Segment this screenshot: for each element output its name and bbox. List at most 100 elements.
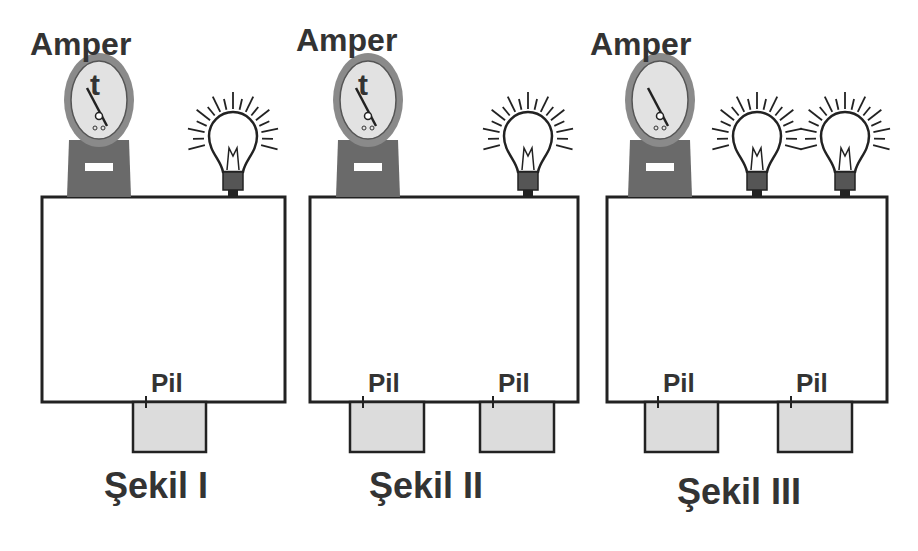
meter-dot (662, 126, 666, 130)
light-ray (717, 138, 728, 140)
light-ray (557, 138, 568, 140)
light-ray (492, 110, 505, 120)
light-ray (483, 129, 500, 132)
light-ray (541, 97, 548, 112)
meter-dial (632, 61, 688, 139)
light-ray (488, 138, 499, 140)
meter-rim (333, 53, 403, 147)
light-ray (712, 145, 728, 149)
time-mark: t (358, 70, 368, 100)
light-ray (261, 129, 278, 132)
light-ray (836, 99, 838, 110)
wires (42, 197, 887, 402)
meter-dot (362, 126, 366, 130)
bulb-filament (522, 148, 534, 170)
meter-pivot (96, 113, 103, 120)
meter-stand (628, 140, 692, 197)
light-ray (825, 97, 832, 112)
light-ray (551, 110, 564, 120)
light-ray (188, 145, 204, 149)
light-ray (868, 110, 881, 120)
ammeters (64, 53, 695, 197)
light-ray (256, 110, 269, 120)
light-ray (483, 145, 499, 149)
bulb-contact (228, 190, 238, 197)
batteries (133, 402, 852, 452)
light-ray (554, 121, 564, 126)
light-ray (535, 99, 537, 110)
light-ray (748, 99, 750, 110)
light-ray (246, 97, 253, 112)
light-ray (780, 110, 793, 120)
meter-dial (340, 61, 396, 139)
light-ray (712, 129, 729, 132)
light-ray (783, 121, 793, 126)
meter-dot (654, 126, 658, 130)
light-ray (259, 121, 269, 126)
battery-label: Pil (796, 370, 828, 396)
light-ray (732, 107, 739, 116)
light-ray (503, 107, 510, 116)
light-ray (852, 99, 854, 110)
meter-label: Amper (296, 24, 397, 56)
time-mark: t (90, 70, 100, 100)
bulbs (188, 92, 890, 197)
light-ray (786, 138, 797, 140)
figure-caption: Şekil III (677, 474, 801, 510)
bulb-glass (821, 112, 869, 172)
light-ray (240, 99, 242, 110)
meter-pivot (657, 113, 664, 120)
light-ray (261, 145, 277, 149)
bulb-base (835, 172, 855, 190)
battery-label: Pil (663, 370, 695, 396)
bulb-glass (733, 112, 781, 172)
figure-caption: Şekil I (104, 468, 208, 504)
light-ray (756, 92, 758, 109)
light-ray (492, 121, 502, 126)
meter-slot (646, 163, 674, 171)
meter-dot (370, 126, 374, 130)
bulb-base (518, 172, 538, 190)
light-ray (785, 145, 801, 149)
bulb-base (747, 172, 767, 190)
light-ray (508, 97, 515, 112)
light-ray (858, 97, 865, 112)
meter-rim (625, 53, 695, 147)
light-ray (519, 99, 521, 110)
meter-dial (71, 61, 127, 139)
bulb-contact (752, 190, 762, 197)
meter-rim (64, 53, 134, 147)
bulb-contact (840, 190, 850, 197)
light-ray (820, 107, 827, 116)
light-ray (527, 92, 529, 109)
light-ray (873, 145, 889, 149)
meter-dot (93, 126, 97, 130)
light-ray (785, 129, 802, 132)
light-ray (251, 107, 258, 116)
battery-label: Pil (368, 370, 400, 396)
meter-stand (336, 140, 400, 197)
light-ray (805, 138, 816, 140)
light-ray (809, 121, 819, 126)
light-ray (800, 145, 816, 149)
bulb-filament (839, 148, 851, 170)
meter-pivot (365, 113, 372, 120)
meter-label: Amper (590, 28, 691, 60)
light-ray (556, 129, 573, 132)
light-ray (871, 121, 881, 126)
light-ray (546, 107, 553, 116)
meter-slot (85, 163, 113, 171)
light-ray (208, 107, 215, 116)
figure-caption: Şekil II (369, 468, 483, 504)
bulb-filament (227, 148, 239, 170)
battery-label: Pil (498, 370, 530, 396)
bulb-contact (523, 190, 533, 197)
light-ray (775, 107, 782, 116)
battery-label: Pil (151, 370, 183, 396)
battery-terminals (146, 396, 791, 408)
light-ray (770, 97, 777, 112)
light-ray (874, 138, 885, 140)
bulb-base (223, 172, 243, 190)
light-ray (556, 145, 572, 149)
light-ray (809, 110, 822, 120)
